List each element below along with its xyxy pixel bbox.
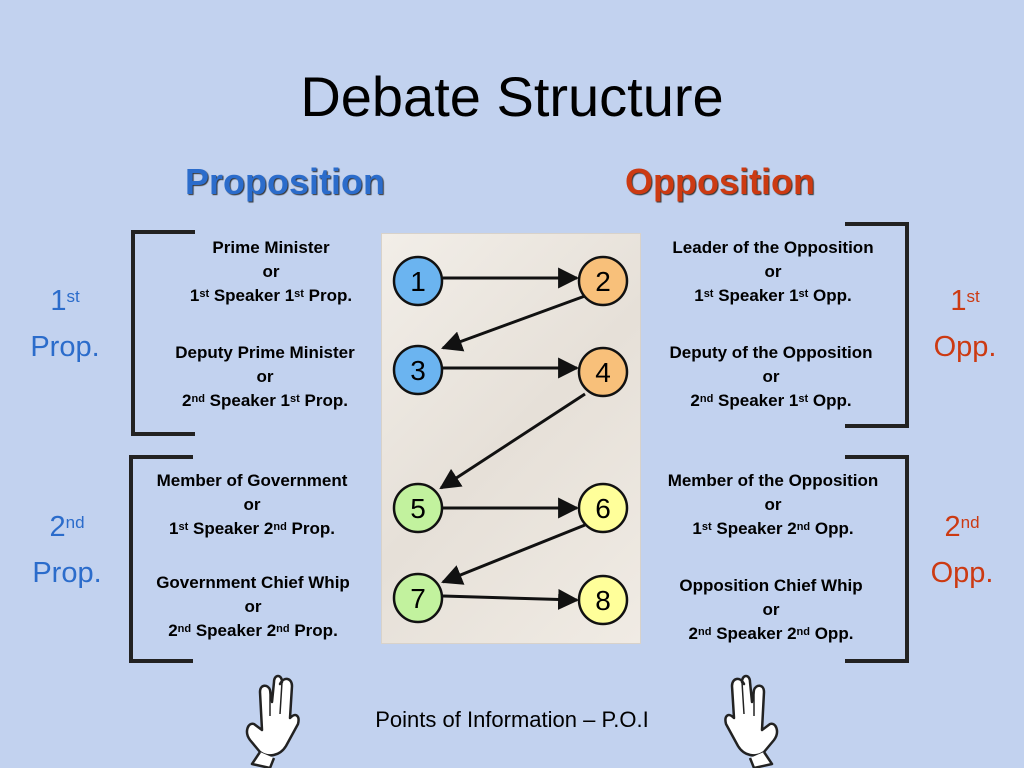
role-or: or (762, 367, 780, 386)
arrow-7-to-8 (442, 588, 580, 610)
speaker-2: 2 (577, 255, 629, 307)
role-or: or (762, 600, 780, 619)
role-title: Leader of the Opposition (672, 238, 874, 257)
side-label-number: 1 (950, 285, 967, 317)
role-deputy-prime-minister: Deputy Prime Minister or 2nd Speaker 1st… (140, 341, 390, 413)
svg-text:5: 5 (410, 493, 426, 524)
role-position: 2nd Speaker 1st Opp. (690, 391, 852, 410)
side-label-word: Opp. (933, 331, 997, 363)
speaker-1: 1 (392, 255, 444, 307)
role-member-of-government: Member of Government or 1st Speaker 2nd … (127, 469, 377, 541)
role-position: 2nd Speaker 2nd Prop. (168, 621, 338, 640)
role-government-chief-whip: Government Chief Whip or 2nd Speaker 2nd… (128, 571, 378, 643)
role-or: or (262, 262, 280, 281)
side-label-number: 1 (50, 285, 67, 317)
svg-text:1: 1 (410, 266, 426, 297)
speaker-7: 7 (392, 572, 444, 624)
role-position: 1st Speaker 2nd Opp. (692, 519, 854, 538)
role-or: or (764, 495, 782, 514)
arrow-2-to-3 (441, 294, 586, 352)
svg-text:8: 8 (595, 585, 611, 616)
side-label-number: 2 (49, 511, 66, 543)
side-label-word: Prop. (30, 331, 100, 363)
role-deputy-of-the-opposition: Deputy of the Opposition or 2nd Speaker … (646, 341, 896, 413)
role-position: 2nd Speaker 1st Prop. (182, 391, 348, 410)
raised-hand-icon (724, 674, 779, 768)
page-title: Debate Structure (300, 65, 724, 128)
role-or: or (256, 367, 274, 386)
side-label-1st-prop: 1st Prop. (10, 278, 120, 370)
arrow-4-to-5 (439, 392, 586, 490)
side-label-word: Opp. (930, 557, 994, 589)
role-title: Member of the Opposition (667, 471, 879, 490)
role-title: Member of Government (156, 471, 348, 490)
role-position: 1st Speaker 2nd Prop. (169, 519, 335, 538)
role-leader-of-the-opposition: Leader of the Opposition or 1st Speaker … (648, 236, 898, 308)
side-label-2nd-prop: 2nd Prop. (12, 504, 122, 596)
side-label-suffix: nd (960, 513, 980, 532)
svg-text:4: 4 (595, 357, 611, 388)
arrow-6-to-7 (441, 523, 586, 585)
speaker-5: 5 (392, 482, 444, 534)
bracket-2nd-opp (845, 455, 909, 663)
side-label-suffix: st (966, 287, 980, 306)
speaker-8: 8 (577, 574, 629, 626)
side-label-suffix: st (66, 287, 80, 306)
role-or: or (244, 597, 262, 616)
side-label-number: 2 (944, 511, 961, 543)
side-label-word: Prop. (32, 557, 102, 589)
role-or: or (243, 495, 261, 514)
role-prime-minister: Prime Minister or 1st Speaker 1st Prop. (146, 236, 396, 308)
role-position: 1st Speaker 1st Prop. (189, 286, 353, 305)
points-of-information-caption: Points of Information – P.O.I (375, 707, 649, 732)
role-opposition-chief-whip: Opposition Chief Whip or 2nd Speaker 2nd… (646, 574, 896, 646)
role-position: 1st Speaker 1st Opp. (694, 286, 852, 305)
side-label-1st-opp: 1st Opp. (910, 278, 1020, 370)
svg-text:7: 7 (410, 583, 426, 614)
side-label-suffix: nd (65, 513, 85, 532)
svg-text:2: 2 (595, 266, 611, 297)
bracket-1st-opp (845, 222, 909, 428)
bracket-1st-prop (131, 230, 195, 436)
side-label-2nd-opp: 2nd Opp. (907, 504, 1017, 596)
speaker-6: 6 (577, 482, 629, 534)
role-position: 2nd Speaker 2nd Opp. (688, 624, 854, 643)
speaker-3: 3 (392, 344, 444, 396)
role-title: Deputy Prime Minister (175, 343, 355, 362)
role-title: Government Chief Whip (156, 573, 350, 592)
role-title: Prime Minister (212, 238, 330, 257)
bracket-2nd-prop (129, 455, 193, 663)
speaker-4: 4 (577, 346, 629, 398)
raised-hand-icon (245, 674, 300, 768)
role-title: Deputy of the Opposition (669, 343, 873, 362)
proposition-heading: Proposition (185, 161, 385, 202)
svg-text:6: 6 (595, 493, 611, 524)
role-title: Opposition Chief Whip (679, 576, 863, 595)
opposition-heading: Opposition (625, 161, 815, 202)
role-member-of-the-opposition: Member of the Opposition or 1st Speaker … (648, 469, 898, 541)
svg-text:3: 3 (410, 355, 426, 386)
role-or: or (764, 262, 782, 281)
